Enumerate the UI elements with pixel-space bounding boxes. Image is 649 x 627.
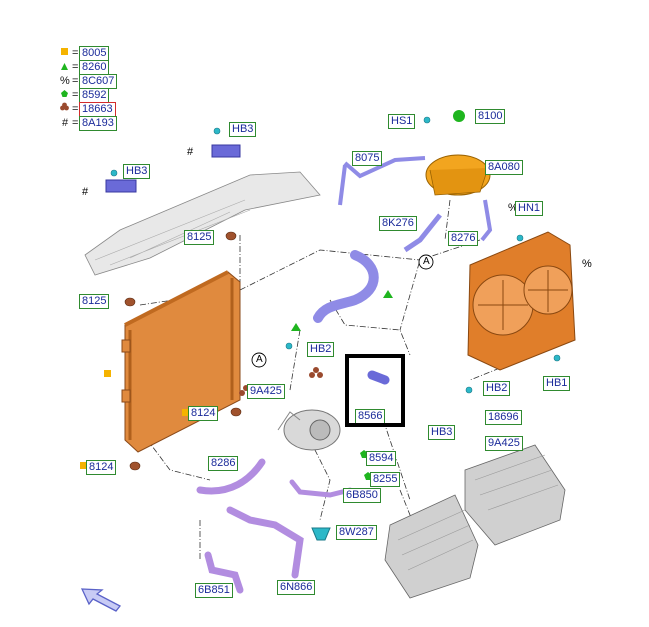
navigation-arrow-icon[interactable] (80, 587, 124, 613)
callout-8075[interactable]: 8075 (352, 151, 383, 166)
callout-8286[interactable]: 8286 (208, 456, 239, 471)
callout-18696[interactable]: 18696 (485, 410, 522, 425)
callout-9a425-right[interactable]: 9A425 (485, 436, 523, 451)
callout-8276[interactable]: 8276 (448, 231, 479, 246)
callout-8125-left[interactable]: 8125 (79, 294, 110, 309)
water-pump (277, 409, 341, 451)
callout-hn1[interactable]: HN1 (515, 201, 544, 216)
legend-eq-1: = (72, 47, 79, 59)
thermostat-8w287 (311, 527, 331, 541)
legend-code-18663[interactable]: 18663 (79, 102, 116, 117)
callout-8100[interactable]: 8100 (475, 109, 506, 124)
hash-marker-2: # (82, 186, 89, 198)
upper-hose (313, 156, 493, 323)
callout-hb3-left[interactable]: HB3 (123, 164, 151, 179)
legend-eq-5: = (72, 103, 79, 115)
callout-9a425-mid[interactable]: 9A425 (247, 384, 285, 399)
callout-8594[interactable]: 8594 (366, 451, 397, 466)
front-support-bracket (84, 144, 321, 276)
callout-8125-top[interactable]: 8125 (184, 230, 215, 245)
cylinder-head-left (384, 494, 479, 599)
fan-shroud (467, 231, 576, 371)
callout-hb2-mid[interactable]: HB2 (307, 342, 335, 357)
ref-a-left: A (256, 354, 263, 365)
percent-marker-2: % (582, 258, 592, 270)
callout-hb1[interactable]: HB1 (543, 376, 571, 391)
legend-eq-2: = (72, 61, 79, 73)
lower-hoses (196, 458, 353, 594)
callout-8566[interactable]: 8566 (355, 409, 386, 424)
callout-hb2-right[interactable]: HB2 (483, 381, 511, 396)
legend-symbol-hash: # (62, 117, 69, 129)
selected-part-frame (345, 354, 405, 427)
callout-8124-mid[interactable]: 8124 (188, 406, 219, 421)
legend-eq-4: = (72, 89, 79, 101)
legend-symbol-percent: % (60, 75, 70, 87)
callout-8255[interactable]: 8255 (370, 472, 401, 487)
callout-hb3-right[interactable]: HB3 (428, 425, 456, 440)
hose-8566 (367, 370, 390, 385)
callout-8k276[interactable]: 8K276 (379, 216, 417, 231)
callout-8w287[interactable]: 8W287 (336, 525, 377, 540)
callout-6b850[interactable]: 6B850 (343, 488, 381, 503)
percent-marker-1: % (508, 202, 518, 214)
legend-code-8592[interactable]: 8592 (79, 88, 110, 103)
coolant-reservoir (425, 110, 491, 196)
legend-code-8c607[interactable]: 8C607 (79, 74, 118, 89)
callout-6b851[interactable]: 6B851 (195, 583, 233, 598)
callout-hb3-top[interactable]: HB3 (229, 122, 257, 137)
callout-6n866[interactable]: 6N866 (277, 580, 316, 595)
legend-symbols (60, 48, 69, 111)
callout-8a080[interactable]: 8A080 (485, 160, 523, 175)
radiator (121, 270, 241, 453)
legend-code-8005[interactable]: 8005 (79, 46, 110, 61)
legend-eq-3: = (72, 75, 79, 87)
hash-marker-1: # (187, 146, 194, 158)
cylinder-head-right (464, 444, 566, 546)
legend-code-8260[interactable]: 8260 (79, 60, 110, 75)
callout-hs1[interactable]: HS1 (388, 114, 416, 129)
legend-code-8a193[interactable]: 8A193 (79, 116, 117, 131)
callout-8124-low[interactable]: 8124 (86, 460, 117, 475)
ref-a-right: A (423, 256, 430, 267)
legend-eq-6: = (72, 117, 79, 129)
